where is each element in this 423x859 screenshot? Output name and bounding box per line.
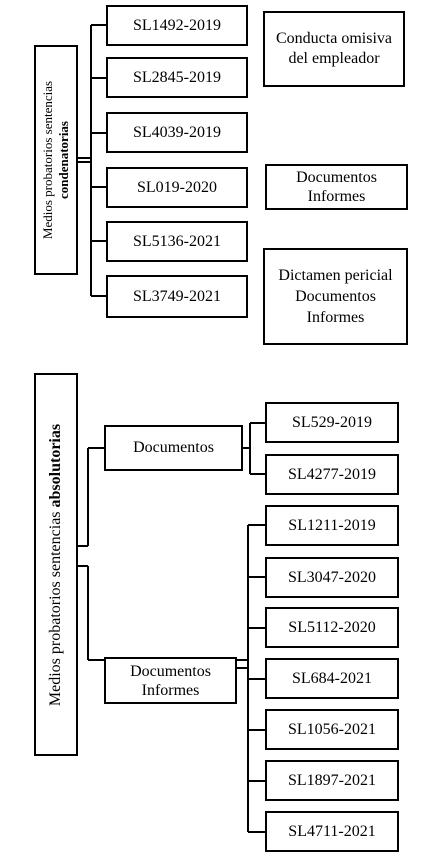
note-line: Conducta omisiva: [276, 30, 392, 47]
sentence-box: SL529-2019: [265, 402, 399, 443]
group-box-documentos: Documentos: [104, 425, 243, 471]
condenatorias-title-box: Medios probatorios sentencias condenator…: [34, 45, 78, 275]
sentence-code: SL1056-2021: [288, 720, 376, 738]
sentence-code: SL4039-2019: [133, 123, 221, 141]
note-line: Documentos: [295, 288, 376, 305]
sentence-box: SL684-2021: [265, 658, 399, 699]
absolutorias-title: Medios probatorios sentencias absolutori…: [47, 423, 65, 705]
note-line: Informes: [307, 188, 366, 205]
sentence-box: SL1211-2019: [265, 505, 399, 546]
condenatorias-title-line1: Medios probatorios sentencias: [40, 80, 55, 240]
sentence-box: SL5112-2020: [265, 607, 399, 648]
sentence-code: SL1897-2021: [288, 771, 376, 789]
note-box-dictamen: Dictamen pericial Documentos Informes: [263, 248, 408, 345]
condenatorias-title: Medios probatorios sentencias condenator…: [40, 81, 72, 239]
sentence-code: SL019-2020: [137, 178, 217, 196]
sentence-box: SL4039-2019: [106, 112, 248, 153]
sentence-code: SL5112-2020: [288, 618, 376, 636]
sentence-code: SL4277-2019: [288, 465, 376, 483]
sentence-code: SL1211-2019: [288, 516, 376, 534]
note-box-documentos: Documentos Informes: [265, 164, 408, 210]
note-line: del empleador: [288, 50, 380, 67]
sentence-box: SL5136-2021: [106, 221, 248, 262]
sentence-box: SL1056-2021: [265, 709, 399, 750]
sentence-box: SL2845-2019: [106, 57, 248, 98]
sentence-box: SL4711-2021: [265, 811, 399, 852]
absolutorias-title-bold: absolutorias: [47, 423, 64, 507]
sentence-box: SL3047-2020: [265, 557, 399, 598]
sentence-code: SL3749-2021: [133, 287, 221, 305]
sentence-box: SL1492-2019: [106, 5, 248, 46]
sentence-code: SL529-2019: [292, 413, 372, 431]
note-line: Dictamen pericial: [278, 267, 393, 284]
absolutorias-title-normal: Medios probatorios sentencias: [47, 506, 64, 706]
note-line: Informes: [306, 309, 365, 326]
sentence-code: SL2845-2019: [133, 68, 221, 86]
note-line: Documentos: [296, 169, 377, 186]
group-label: Documentos: [133, 439, 214, 456]
sentence-box: SL3749-2021: [106, 275, 248, 318]
note-box-conducta: Conducta omisiva del empleador: [263, 11, 405, 87]
sentence-code: SL1492-2019: [133, 16, 221, 34]
sentence-code: SL3047-2020: [288, 568, 376, 586]
sentence-box: SL1897-2021: [265, 760, 399, 801]
sentence-code: SL4711-2021: [288, 822, 376, 840]
group-box-documentos-informes: Documentos Informes: [104, 657, 237, 704]
group-label-line: Informes: [141, 681, 200, 699]
sentence-code: SL684-2021: [292, 669, 372, 687]
sentence-code: SL5136-2021: [133, 232, 221, 250]
sentence-box: SL019-2020: [106, 167, 248, 208]
sentence-box: SL4277-2019: [265, 454, 399, 495]
condenatorias-title-line2: condenatorias: [56, 121, 71, 200]
absolutorias-title-box: Medios probatorios sentencias absolutori…: [34, 373, 78, 756]
group-label-line: Documentos: [130, 662, 211, 680]
